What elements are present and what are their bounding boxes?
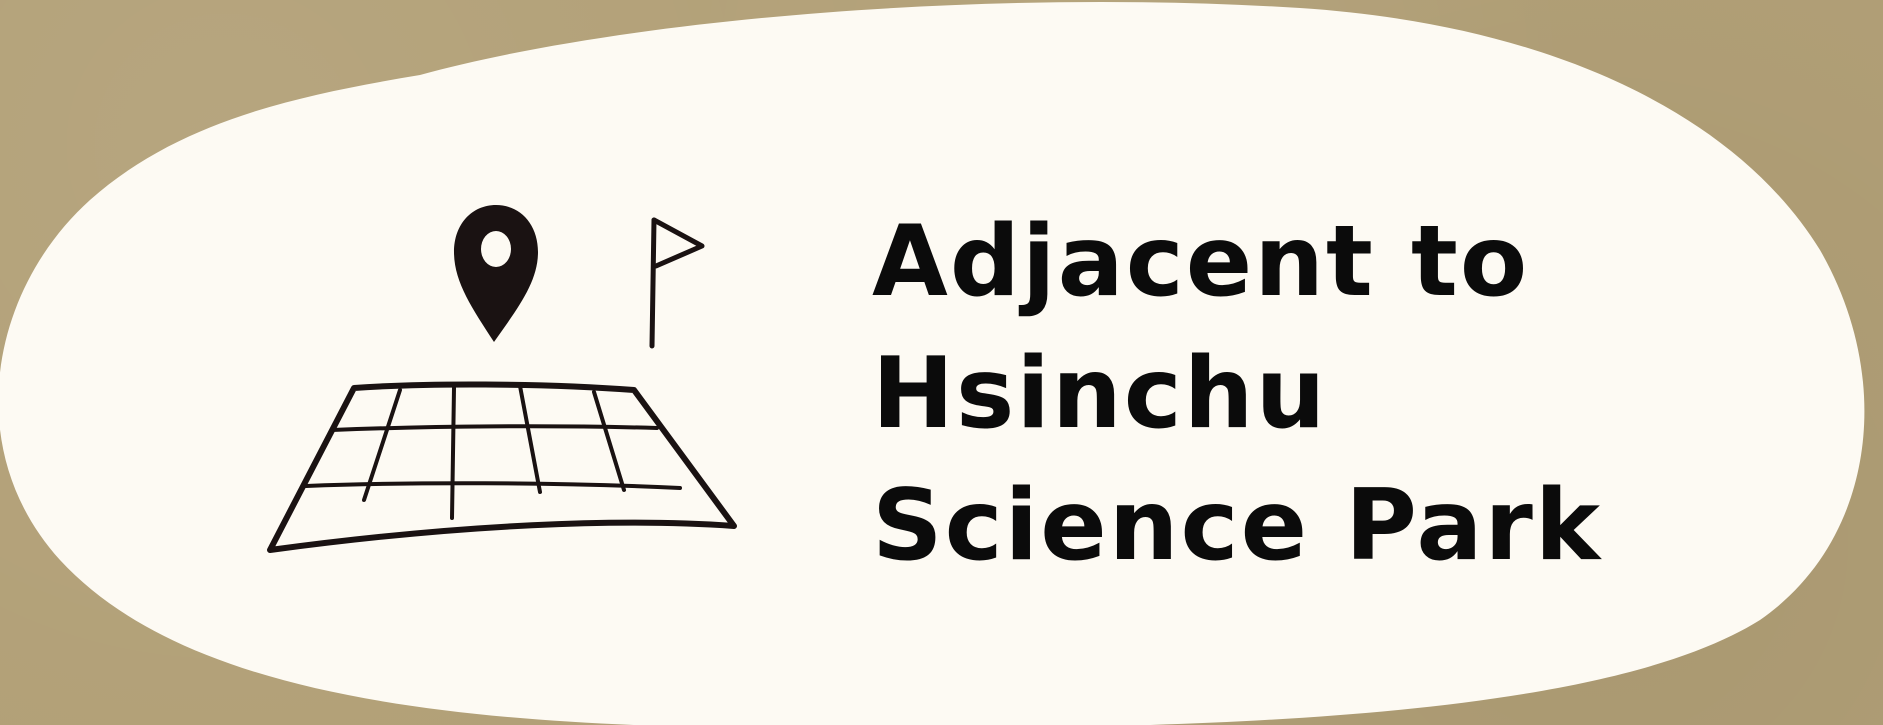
map-grid-icon bbox=[267, 381, 737, 553]
map-pin-icon bbox=[454, 205, 538, 342]
map-illustration bbox=[267, 205, 737, 553]
headline-line-1: Adjacent to bbox=[872, 205, 1530, 319]
headline-line-2: Hsinchu bbox=[872, 337, 1328, 451]
headline-line-3: Science Park bbox=[872, 469, 1603, 583]
flag-icon bbox=[649, 217, 705, 349]
headline: Adjacent to Hsinchu Science Park bbox=[872, 196, 1602, 592]
